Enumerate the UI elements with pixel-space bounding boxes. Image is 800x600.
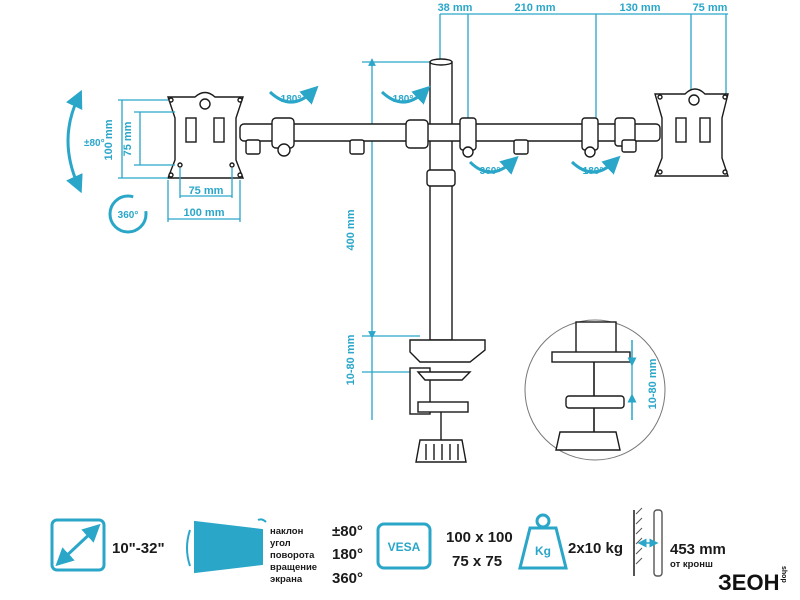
label-rotation: вращение bbox=[270, 562, 317, 573]
spec-labels: наклон угол поворота вращение экрана bbox=[270, 526, 317, 585]
spec-weight: Kg 2x10 kg bbox=[518, 513, 623, 570]
desk-clamp bbox=[409, 339, 486, 463]
vesa-value-1: 100 x 100 bbox=[446, 529, 513, 546]
dim-10-80-a: 10-80 mm bbox=[345, 334, 357, 385]
brand-logo-text: ЗЕОН bbox=[718, 570, 779, 595]
spec-desk-thickness: 453 mm от кронш bbox=[633, 507, 726, 577]
weight-value: 2x10 kg bbox=[568, 540, 623, 557]
spec-angles: ±80° 180° 360° bbox=[332, 523, 363, 587]
dim-210: 210 mm bbox=[515, 2, 556, 14]
swivel-indicator-a: 180° bbox=[268, 85, 319, 105]
rotate-angle-center: 360° bbox=[480, 166, 501, 177]
brand-logo: ЗЕОН shop bbox=[718, 566, 787, 595]
left-plate-dims bbox=[118, 99, 241, 222]
right-vesa-plate bbox=[653, 88, 729, 177]
vesa-badge: VESA bbox=[388, 540, 421, 554]
vesa-width-outer: 100 mm bbox=[184, 207, 225, 219]
vesa-height-inner: 75 mm bbox=[122, 121, 134, 156]
clamp-detail-circle: 10-80 mm bbox=[524, 319, 666, 461]
tilt-angle: ±80° bbox=[84, 138, 105, 149]
side-dimension-lines bbox=[362, 58, 430, 420]
vesa-width-inner: 75 mm bbox=[189, 185, 224, 197]
swivel-angle-a: 180° bbox=[281, 94, 302, 105]
dim-38: 38 mm bbox=[438, 2, 473, 14]
spec-swivel-value: 180° bbox=[332, 546, 363, 563]
dim-10-80-detail: 10-80 mm bbox=[647, 358, 659, 409]
dim-75: 75 mm bbox=[693, 2, 728, 14]
left-vesa-plate bbox=[166, 91, 245, 179]
spec-screen-icon bbox=[186, 518, 267, 574]
label-swivel: поворота bbox=[270, 550, 315, 561]
tilt-indicator: ±80° bbox=[66, 89, 105, 194]
swivel-indicator-b: 180° bbox=[380, 85, 431, 105]
label-screen: экрана bbox=[270, 574, 303, 585]
dim-400: 400 mm bbox=[345, 209, 357, 250]
label-angle: угол bbox=[270, 538, 291, 549]
label-tilt: наклон bbox=[270, 526, 304, 537]
arms bbox=[239, 117, 661, 158]
weight-badge: Kg bbox=[535, 544, 551, 558]
desk-thickness-sub: от кронш bbox=[670, 559, 713, 570]
swivel-angle-b: 180° bbox=[393, 94, 414, 105]
pole bbox=[426, 58, 456, 341]
vesa-value-2: 75 x 75 bbox=[452, 553, 502, 570]
brand-logo-small: shop bbox=[780, 566, 787, 583]
rotate-indicator-left: 360° bbox=[108, 194, 148, 234]
vesa-height-outer: 100 mm bbox=[103, 119, 115, 160]
spec-rotation-value: 360° bbox=[332, 570, 363, 587]
screen-size-value: 10"-32" bbox=[112, 540, 165, 557]
rotate-angle-left: 360° bbox=[118, 210, 139, 221]
swivel-indicator-c: 180° bbox=[570, 155, 621, 177]
spec-vesa: VESA 100 x 100 75 x 75 bbox=[376, 522, 513, 570]
desk-thickness-value: 453 mm bbox=[670, 541, 726, 558]
rotate-indicator-center: 360° bbox=[468, 155, 519, 177]
swivel-angle-c: 180° bbox=[583, 166, 604, 177]
spec-tilt-value: ±80° bbox=[332, 523, 363, 540]
top-dimension-lines bbox=[439, 13, 728, 120]
dim-130: 130 mm bbox=[620, 2, 661, 14]
spec-screen-size: 10"-32" bbox=[50, 518, 165, 572]
